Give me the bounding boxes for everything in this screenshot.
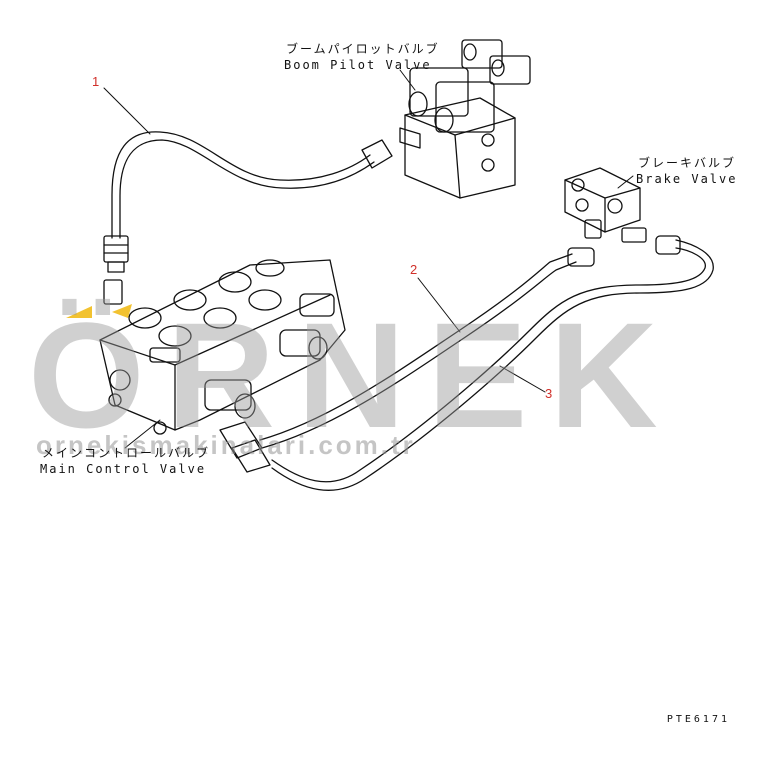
- drawing-code: PTE6171: [666, 714, 730, 725]
- brake-valve-label-jp: ブレーキバルブ: [638, 156, 737, 170]
- brake-valve: [564, 167, 647, 243]
- tube-2: [259, 247, 595, 449]
- boom-pilot-label-en: Boom Pilot Valve: [284, 58, 432, 72]
- watermark-brand: ÖRNEK: [28, 291, 680, 459]
- callout-1: 1: [92, 74, 100, 89]
- tube-3: [271, 235, 714, 491]
- yellow-accent-small: [112, 304, 132, 318]
- boom-pilot-label-jp: ブームパイロットバルブ: [286, 42, 440, 56]
- boom-pilot-valve: [399, 39, 531, 199]
- yellow-accent: [66, 306, 92, 318]
- main-control-label-en: Main Control Valve: [40, 462, 207, 476]
- leader-lines: [103, 69, 634, 449]
- brake-valve-label-en: Brake Valve: [636, 172, 738, 186]
- main-control-valve: [99, 259, 346, 473]
- hose-1: [103, 131, 393, 305]
- main-control-label-jp: メインコントロールバルブ: [42, 446, 211, 460]
- watermark-url: ornekismakinalari.com.tr: [36, 430, 416, 460]
- callout-2: 2: [410, 262, 418, 277]
- callout-3: 3: [545, 386, 553, 401]
